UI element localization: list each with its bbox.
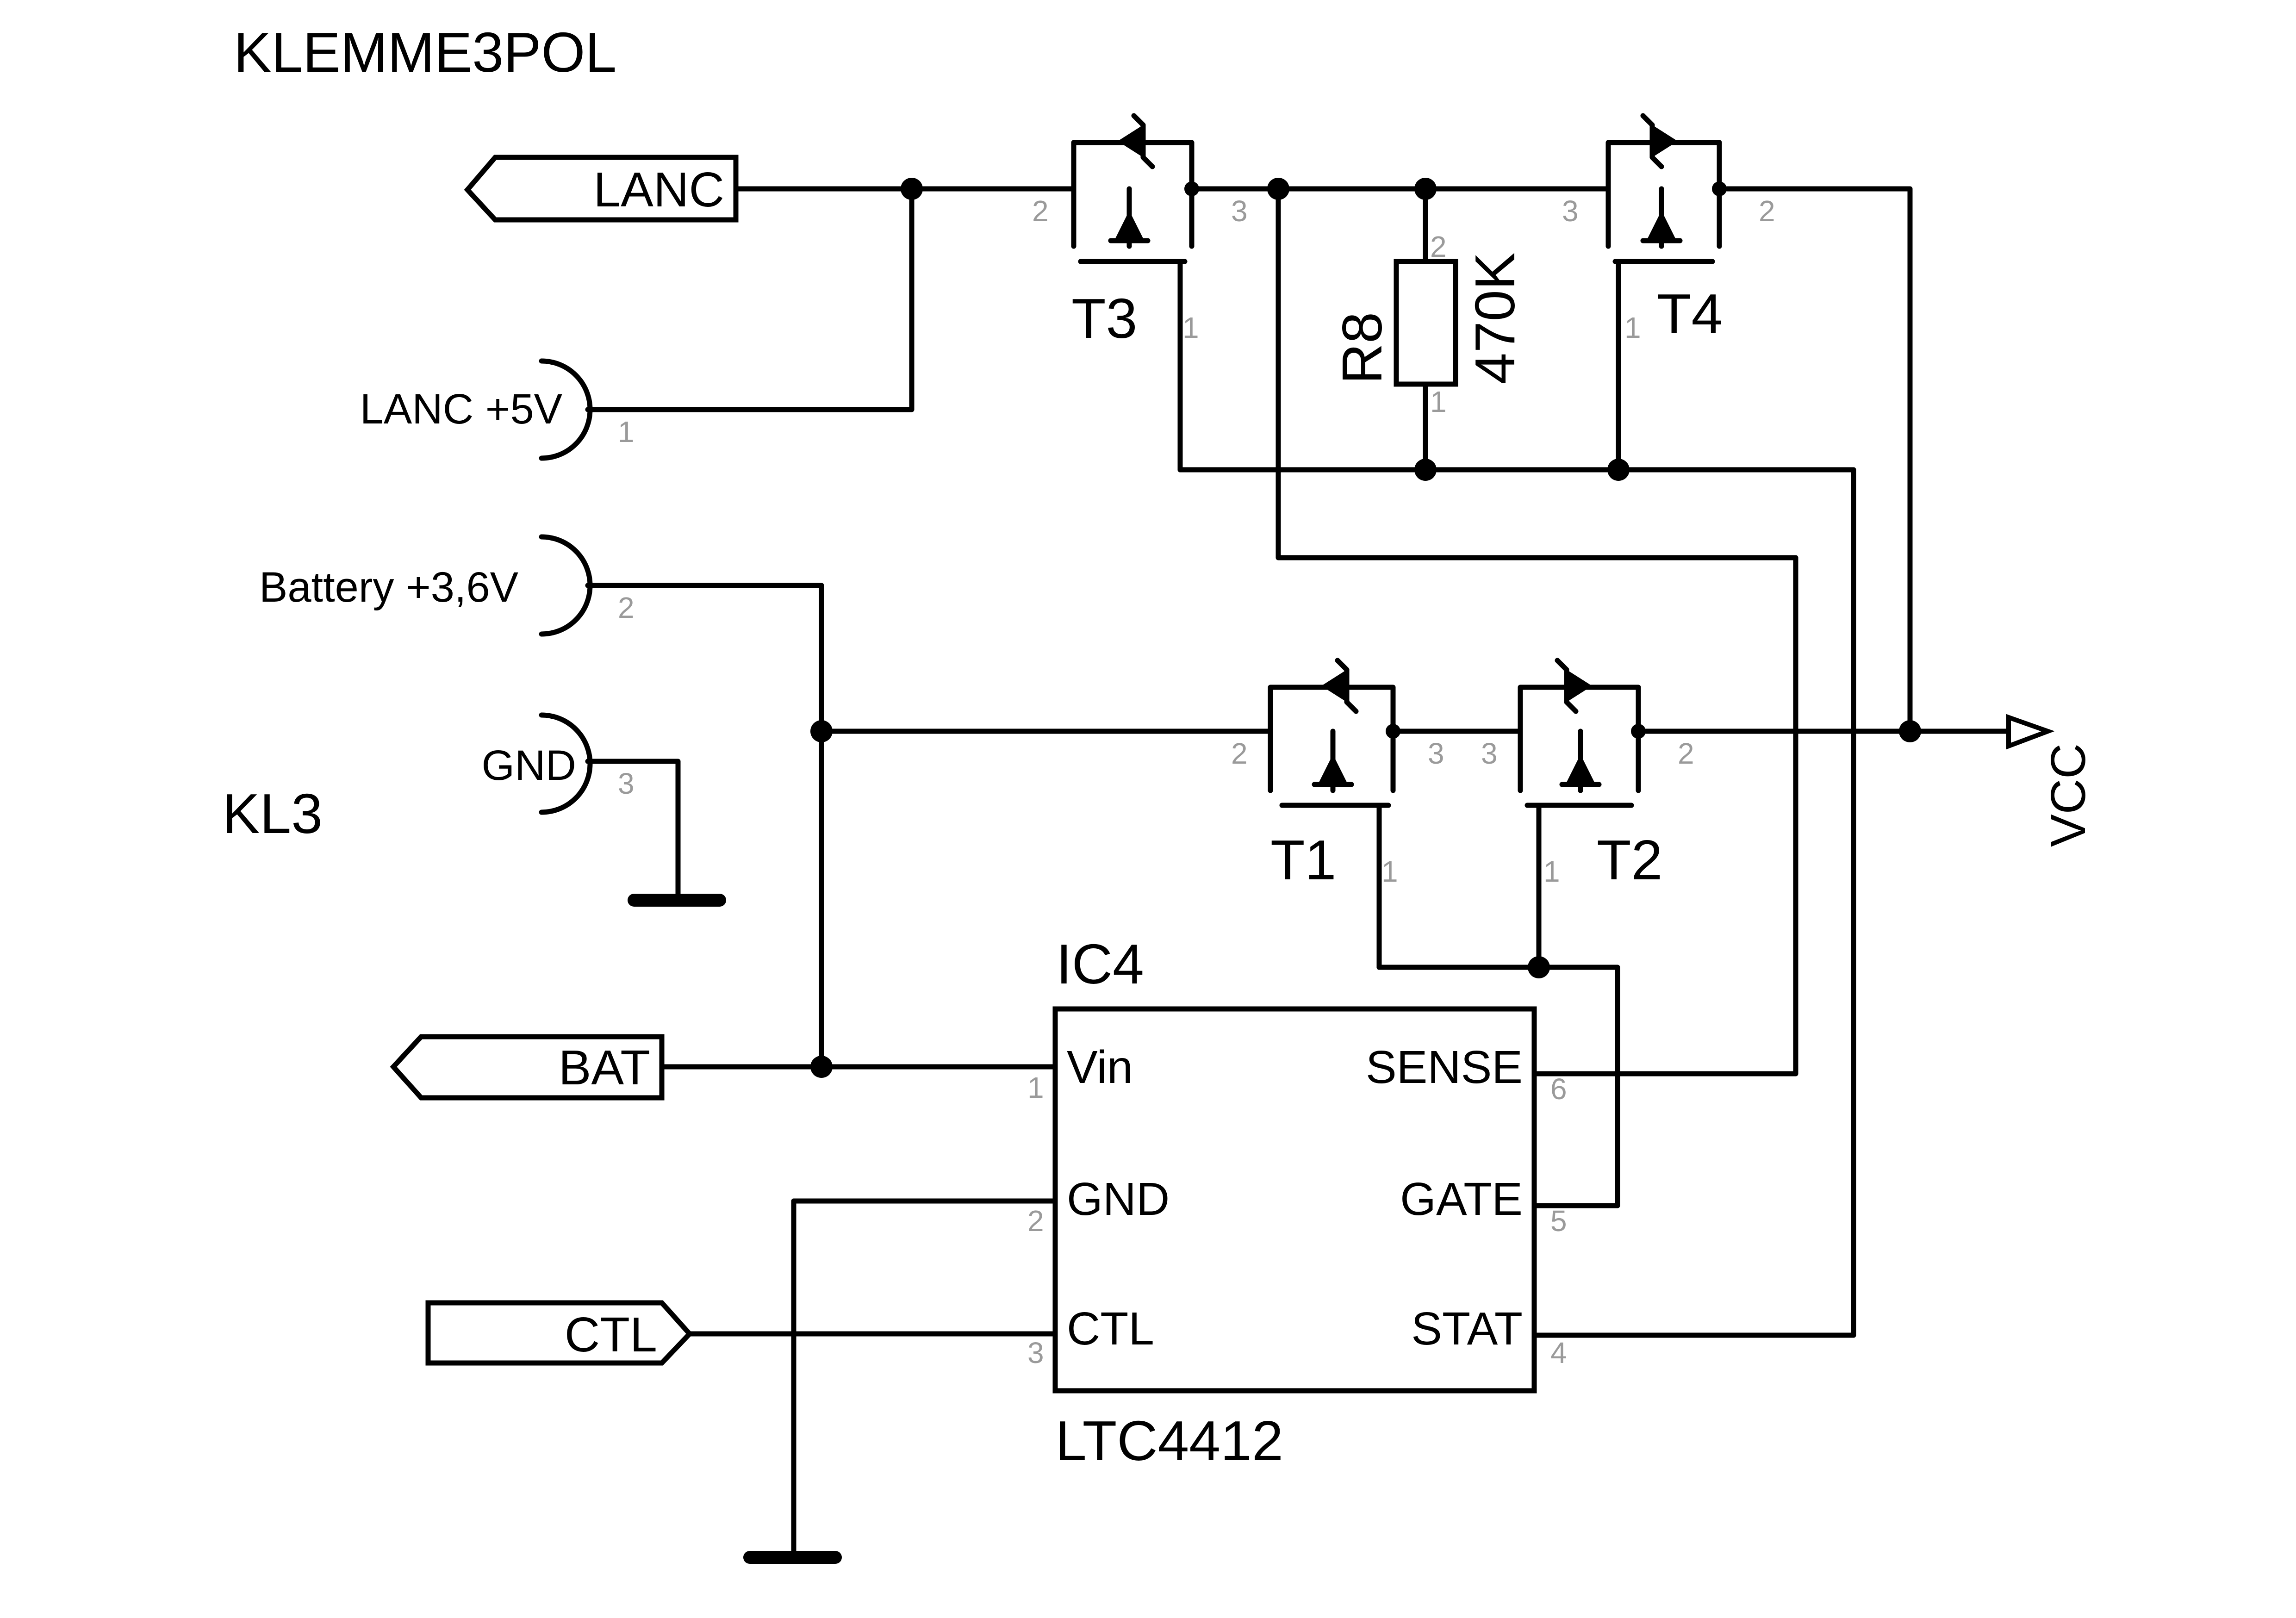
junction-dot — [901, 178, 923, 200]
junction-dot — [1528, 956, 1550, 978]
resistor-r8: 2 1 R8 470K — [1331, 186, 1526, 473]
t4-pin-gate: 1 — [1624, 311, 1641, 344]
r8-pin-bottom: 1 — [1430, 385, 1447, 418]
terminal-label-lanc-5v: LANC +5V — [360, 386, 562, 433]
terminal-block-kl3: KL3 LANC +5V 1 Battery +3,6V 2 GND 3 — [222, 358, 635, 845]
lanc-net — [585, 178, 1076, 412]
ic-pin-ctl: CTL — [1067, 1303, 1154, 1355]
ic-name: IC4 — [1056, 933, 1144, 996]
t4-label: T4 — [1657, 282, 1723, 345]
junction-dot — [1899, 720, 1921, 742]
terminal-label-battery: Battery +3,6V — [259, 564, 518, 611]
ic-pin-vin: Vin — [1067, 1041, 1133, 1093]
r8-label: R8 — [1331, 312, 1394, 384]
ic-pin-num-3: 3 — [1027, 1336, 1044, 1369]
t4-pin-right: 2 — [1759, 194, 1775, 228]
vcc-net — [1636, 720, 2011, 742]
port-lanc: LANC — [464, 155, 739, 223]
t2-pin-left: 3 — [1481, 737, 1498, 770]
t1-label: T1 — [1270, 828, 1336, 891]
ic-pin-num-6: 6 — [1550, 1072, 1567, 1106]
port-ctl: CTL — [425, 1300, 693, 1366]
ic-pin-stat: STAT — [1411, 1303, 1523, 1355]
t2-label: T2 — [1597, 828, 1662, 891]
ic-pin-gnd: GND — [1067, 1173, 1170, 1225]
gnd-symbol-ic — [743, 1198, 1058, 1564]
t1-pin-right: 3 — [1428, 737, 1444, 770]
transistor-t1: T1 2 3 1 — [1231, 658, 1444, 970]
ic-pin-gate: GATE — [1400, 1173, 1523, 1225]
port-bat: BAT — [390, 1034, 665, 1101]
t1-pin-left: 2 — [1231, 737, 1248, 770]
t1-pin-gate: 1 — [1381, 855, 1398, 888]
t4-to-vcc-wire — [1717, 186, 1913, 734]
vcc-label: VCC — [2041, 743, 2096, 847]
schematic-title: KLEMME3POL — [234, 21, 616, 84]
junction-dot — [1414, 459, 1437, 481]
port-bat-label: BAT — [559, 1040, 650, 1095]
terminal-pin-3: 3 — [618, 767, 635, 800]
ic-ltc4412: IC4 LTC4412 Vin GND CTL 1 2 3 SENSE GATE… — [1027, 933, 1567, 1472]
port-ctl-label: CTL — [565, 1307, 657, 1362]
ic-pin-sense: SENSE — [1366, 1041, 1523, 1093]
junction-dot — [810, 720, 833, 742]
kl3-label: KL3 — [222, 782, 323, 845]
transistor-t4: T4 3 2 1 — [1562, 113, 1775, 473]
t4-pin-left: 3 — [1562, 194, 1579, 228]
t2-pin-right: 2 — [1678, 737, 1694, 770]
t3-pin-gate: 1 — [1182, 311, 1199, 344]
ic-part-number: LTC4412 — [1055, 1409, 1283, 1472]
gate-net-t1-t2 — [1376, 956, 1620, 1208]
r8-value: 470K — [1463, 252, 1526, 384]
t3-pin-left: 2 — [1032, 194, 1049, 228]
gnd-symbol-terminal — [585, 759, 726, 907]
ic-pin-num-1: 1 — [1027, 1071, 1044, 1104]
ic-pin-num-5: 5 — [1550, 1204, 1567, 1238]
port-lanc-label: LANC — [593, 162, 724, 217]
transistor-t2: T2 3 2 1 — [1481, 658, 1694, 970]
terminal-pin-2: 2 — [618, 591, 635, 624]
vcc-output-arrow: VCC — [2006, 714, 2096, 847]
terminal-pin-1: 1 — [618, 415, 635, 448]
terminal-arc-1 — [539, 358, 593, 461]
t3-label: T3 — [1071, 287, 1137, 350]
r8-pin-top: 2 — [1430, 230, 1447, 263]
ic-pin-num-2: 2 — [1027, 1204, 1044, 1238]
battery-net — [585, 583, 1273, 1078]
terminal-arc-2 — [539, 534, 593, 637]
ic-pin-num-4: 4 — [1550, 1336, 1567, 1369]
terminal-label-gnd: GND — [482, 742, 576, 789]
t2-pin-gate: 1 — [1543, 855, 1560, 888]
t3-pin-right: 3 — [1231, 194, 1248, 228]
top-rail — [1189, 178, 1798, 1077]
transistor-t3: T3 2 3 1 — [1032, 113, 1248, 473]
